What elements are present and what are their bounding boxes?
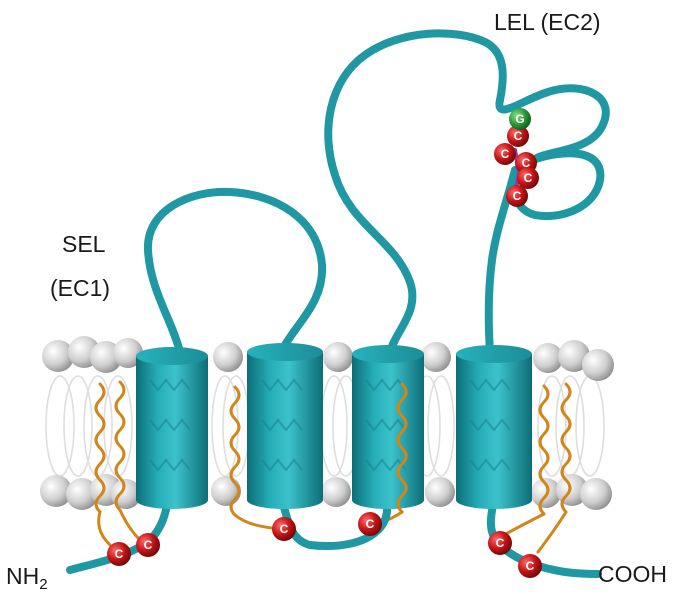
sel-label-line2: (EC1) (50, 275, 110, 301)
glycine-letter: G (515, 112, 524, 126)
cysteine-letter: C (366, 517, 375, 531)
cysteine-lel-5: C (506, 185, 528, 207)
cysteine-letter: C (115, 547, 124, 561)
cysteine-letter: C (524, 171, 533, 185)
cysteine-nterm-2: C (136, 533, 160, 557)
cysteine-nterm-1: C (107, 542, 131, 566)
cysteine-letter: C (526, 559, 535, 573)
lipid-bilayer (40, 336, 614, 510)
sel-label-line1: SEL (62, 231, 106, 257)
cysteine-letter: C (513, 189, 522, 203)
cysteine-cterm-2: C (518, 554, 542, 578)
cysteine-lel-1: C (507, 125, 529, 147)
tm-helix-3 (352, 345, 424, 509)
cysteine-cterm-1: C (488, 531, 512, 555)
cysteine-letter: C (280, 522, 289, 536)
cysteine-letter: C (501, 147, 510, 161)
tm-helix-4 (456, 345, 532, 509)
cysteine-lel-4: C (517, 167, 539, 189)
n-terminus-subscript: 2 (39, 576, 47, 589)
cysteine-lel-2: C (494, 143, 516, 165)
cysteine-letter: C (514, 129, 523, 143)
cysteine-letter: C (522, 156, 531, 170)
lel-label: LEL (EC2) (494, 9, 601, 35)
glycine-lel: G (509, 108, 531, 130)
n-terminus-main: NH (6, 563, 39, 589)
cysteine-letter: C (144, 538, 153, 552)
cysteine-intracellular-2: C (358, 512, 382, 536)
palmitoyl-chain-front (396, 382, 408, 514)
tm-helix-2 (247, 343, 323, 509)
lipid-heads-upper (42, 336, 614, 381)
n-terminus-label: NH2 (6, 563, 48, 589)
c-terminus-label: COOH (598, 561, 667, 587)
cysteine-letter: C (496, 536, 505, 550)
cysteine-intracellular-1: C (272, 517, 296, 541)
tm-helix-1 (136, 347, 208, 509)
